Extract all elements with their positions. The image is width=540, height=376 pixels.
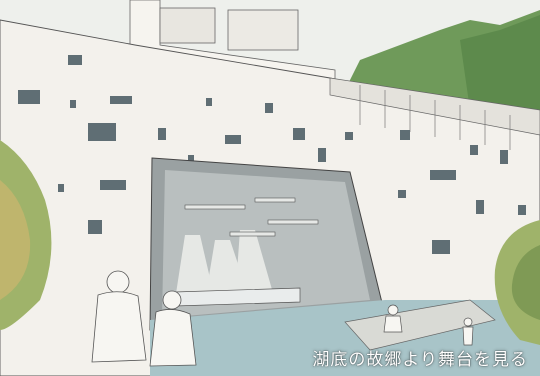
caption: 湖底の故郷より舞台を見る <box>312 350 528 370</box>
rock <box>344 299 496 351</box>
tree-right <box>494 220 540 345</box>
mountain-ridge <box>460 15 540 120</box>
person-icon <box>383 304 403 333</box>
rooftop-structure <box>227 9 299 51</box>
rooftop-structure <box>159 7 216 44</box>
hanging-platforms <box>184 197 319 237</box>
light-beams <box>175 230 275 300</box>
person-icon <box>149 290 197 367</box>
dam-piers <box>359 85 511 150</box>
tree-left <box>0 140 52 330</box>
windows <box>18 55 526 254</box>
person-icon <box>91 270 147 363</box>
person-icon <box>462 317 474 346</box>
